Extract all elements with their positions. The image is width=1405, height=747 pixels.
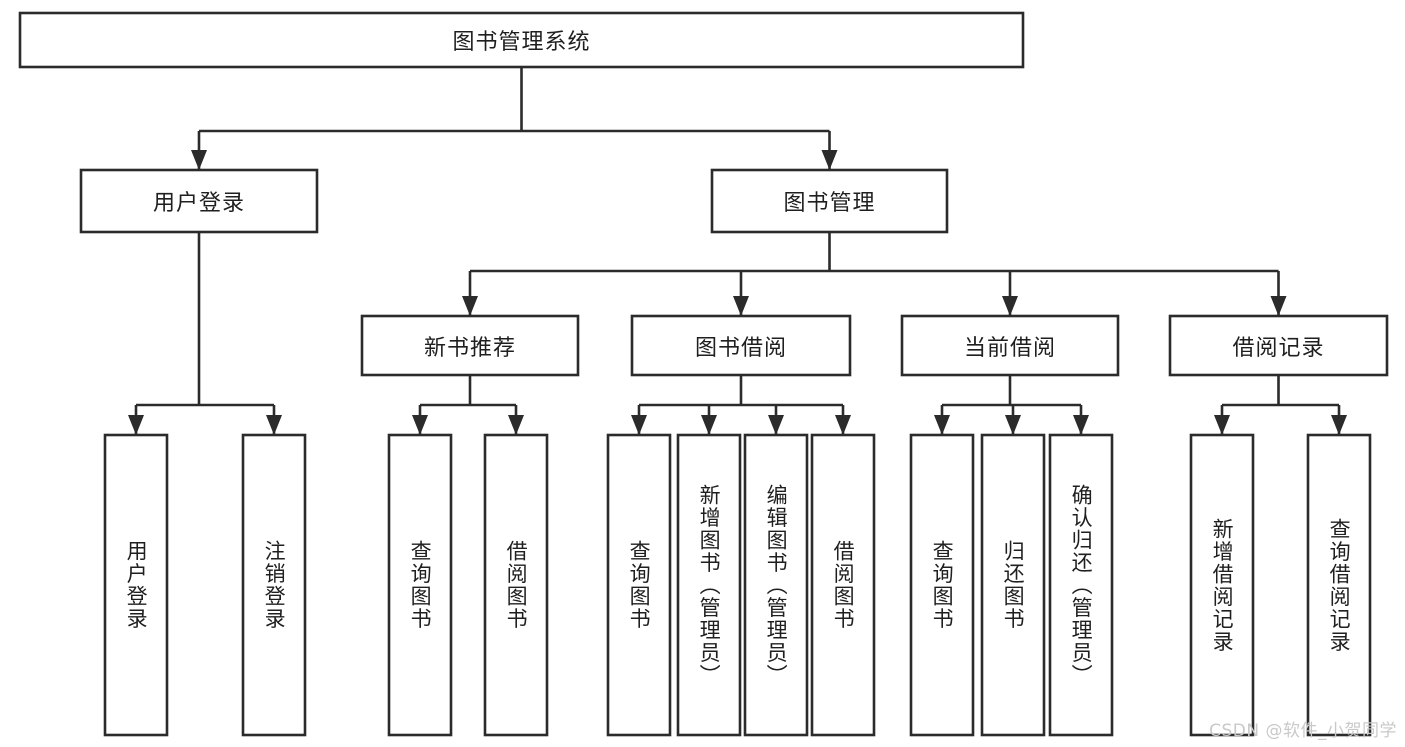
node-boxes (18, 11, 1389, 737)
node-box-new-book-recommend (360, 314, 580, 377)
arrow-head-icon (835, 415, 851, 435)
arrow-head-icon (631, 415, 647, 435)
arrow-head-icon (266, 415, 282, 435)
arrow-head-icon (1214, 415, 1230, 435)
node-box-user-login (79, 168, 319, 234)
arrow-head-icon (1331, 415, 1347, 435)
watermark-text: CSDN @软件_小贺同学 (1209, 721, 1397, 741)
arrow-head-icon (508, 415, 524, 435)
node-box-leaf-borrow-book (810, 433, 876, 737)
node-box-current-borrow (900, 314, 1120, 377)
node-box-root (18, 11, 1025, 69)
node-box-leaf-user-login (103, 433, 169, 737)
node-box-leaf-return-book (980, 433, 1046, 737)
arrow-head-icon (934, 415, 950, 435)
connector-lines (128, 67, 1347, 435)
node-box-leaf-borrow-book-rec (483, 433, 549, 737)
node-box-leaf-query-book-cur (909, 433, 975, 737)
node-box-leaf-edit-book (743, 433, 809, 737)
node-box-leaf-add-book (676, 433, 742, 737)
node-box-borrow-record (1168, 314, 1389, 377)
arrow-head-icon (701, 415, 717, 435)
node-box-leaf-query-book-rec (387, 433, 453, 737)
arrow-head-icon (1270, 296, 1287, 316)
arrow-head-icon (733, 296, 749, 316)
node-box-leaf-confirm-return (1048, 433, 1114, 737)
arrow-head-icon (1073, 415, 1089, 435)
arrow-head-icon (128, 415, 144, 435)
arrow-head-icon (1002, 296, 1018, 316)
arrow-head-icon (462, 296, 478, 316)
node-box-book-borrow (630, 314, 852, 377)
node-box-book-manage (710, 168, 949, 234)
arrow-head-icon (1005, 415, 1021, 435)
arrow-head-icon (821, 150, 838, 170)
arrow-head-icon (191, 150, 207, 170)
node-box-leaf-query-book-borrow (606, 433, 672, 737)
node-box-leaf-user-logout (241, 433, 307, 737)
arrow-head-icon (768, 415, 784, 435)
node-box-leaf-add-record (1189, 433, 1255, 737)
node-box-leaf-query-record (1306, 433, 1372, 737)
arrow-head-icon (412, 415, 428, 435)
